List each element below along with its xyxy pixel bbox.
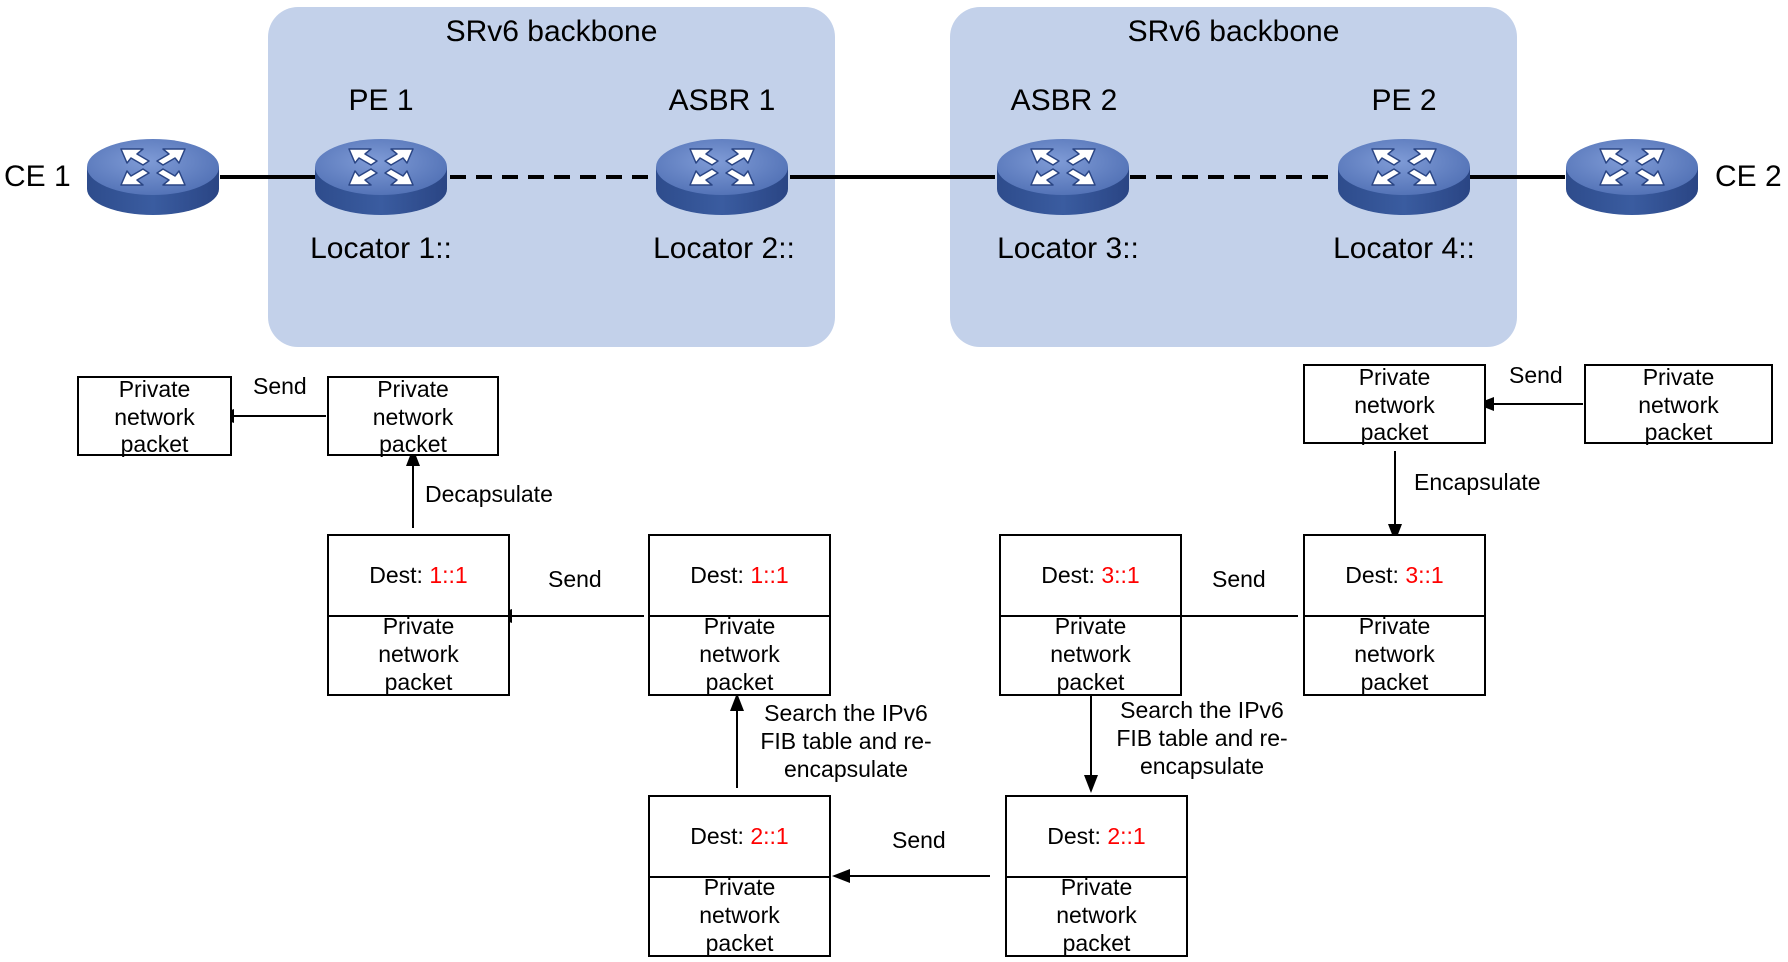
caption-send: Send <box>253 373 307 399</box>
pe1-name: PE 1 <box>348 84 414 117</box>
caption-send: Send <box>548 566 602 592</box>
packet-box-ce1: Private network packet <box>77 376 232 457</box>
packet-box-ce2: Private network packet <box>1584 364 1773 445</box>
packet-box-pe2-in: Private network packet <box>1303 364 1486 445</box>
pe2-name: PE 2 <box>1371 84 1437 117</box>
caption-send: Send <box>892 827 946 853</box>
asbr2-name: ASBR 2 <box>1010 84 1118 117</box>
caption-decapsulate: Decapsulate <box>425 481 553 507</box>
ce2-label: CE 2 <box>1715 160 1782 193</box>
caption-send: Send <box>1509 362 1563 388</box>
dest-address: 1::1 <box>429 562 468 588</box>
caption-search-right: Search the IPv6 FIB table and re- encaps… <box>1116 697 1288 779</box>
dest-address: 2::1 <box>1107 823 1146 849</box>
ce1-label: CE 1 <box>4 160 71 193</box>
dest-address: 1::1 <box>750 562 789 588</box>
backbone-title: SRv6 backbone <box>445 15 658 48</box>
caption-encapsulate: Encapsulate <box>1414 469 1541 495</box>
asbr1-name: ASBR 1 <box>668 84 776 117</box>
dest-address: 3::1 <box>1101 562 1140 588</box>
backbone-title: SRv6 backbone <box>1127 15 1340 48</box>
dest-address: 3::1 <box>1405 562 1444 588</box>
caption-search-left: Search the IPv6 FIB table and re- encaps… <box>760 700 932 782</box>
caption-send: Send <box>1212 566 1266 592</box>
packet-box-pe1-out: Private network packet <box>327 376 499 457</box>
dest-address: 2::1 <box>750 823 789 849</box>
pe1-locator: Locator 1:: <box>310 232 452 265</box>
pe2-locator: Locator 4:: <box>1333 232 1475 265</box>
asbr1-locator: Locator 2:: <box>653 232 795 265</box>
asbr2-locator: Locator 3:: <box>997 232 1139 265</box>
